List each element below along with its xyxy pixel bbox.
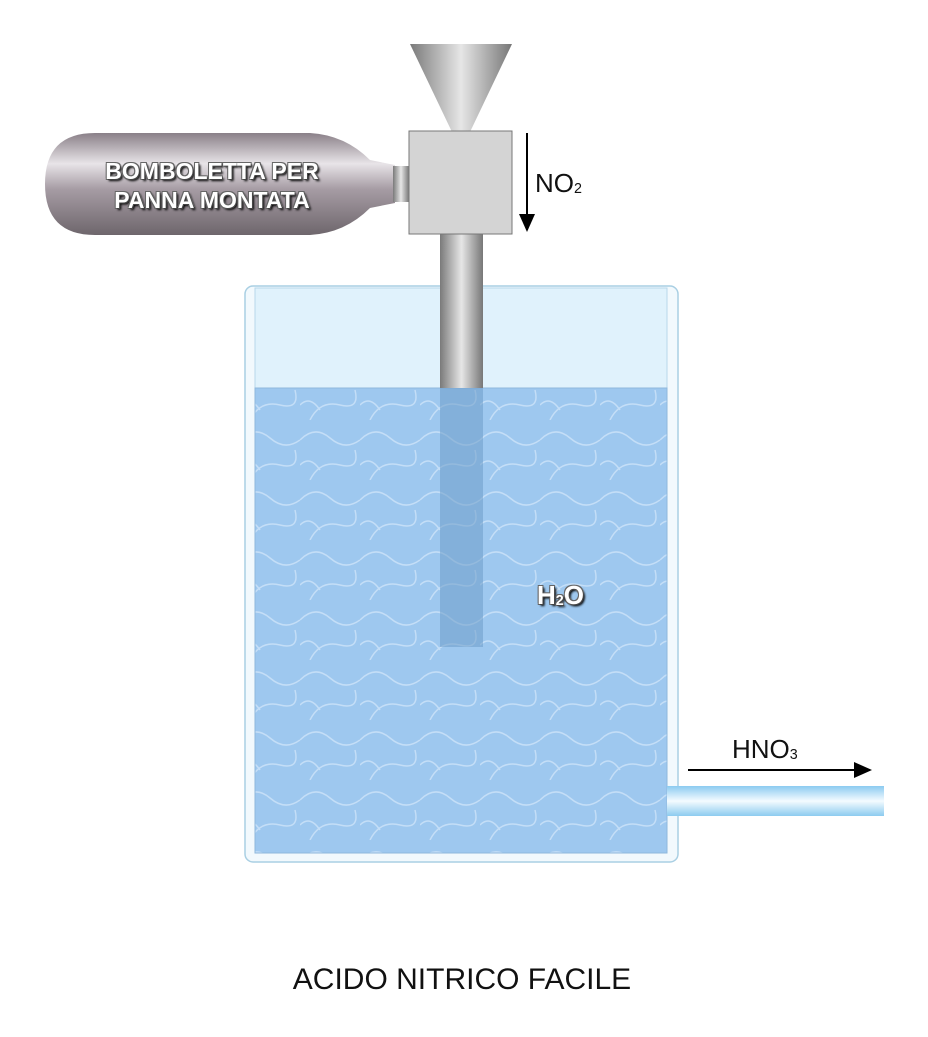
hno3-main: HNO [732, 734, 790, 764]
cylinder-neck [393, 166, 409, 202]
no2-label: NO2 [535, 168, 582, 199]
diagram-title: ACIDO NITRICO FACILE [292, 963, 632, 996]
funnel [410, 44, 512, 132]
no2-main: NO [535, 168, 574, 198]
h2o-o: O [563, 580, 584, 610]
no2-sub: 2 [574, 180, 582, 197]
cylinder-label-line2: PANNA MONTATA [114, 187, 310, 213]
gas-cylinder [45, 133, 395, 235]
h2o-label: H2O [537, 580, 584, 611]
outlet-pipe [667, 786, 884, 816]
valve-box [408, 130, 513, 235]
cylinder-label-line1: BOMBOLETTA PER [105, 158, 319, 184]
cylinder-label: BOMBOLETTA PER PANNA MONTATA [62, 157, 362, 215]
dip-pipe-submerged [440, 388, 483, 647]
hno3-label: HNO3 [732, 734, 798, 765]
h2o-h: H [537, 580, 556, 610]
h2o-sub: 2 [555, 592, 564, 609]
hno3-sub: 3 [789, 746, 798, 763]
dip-pipe [440, 234, 483, 388]
